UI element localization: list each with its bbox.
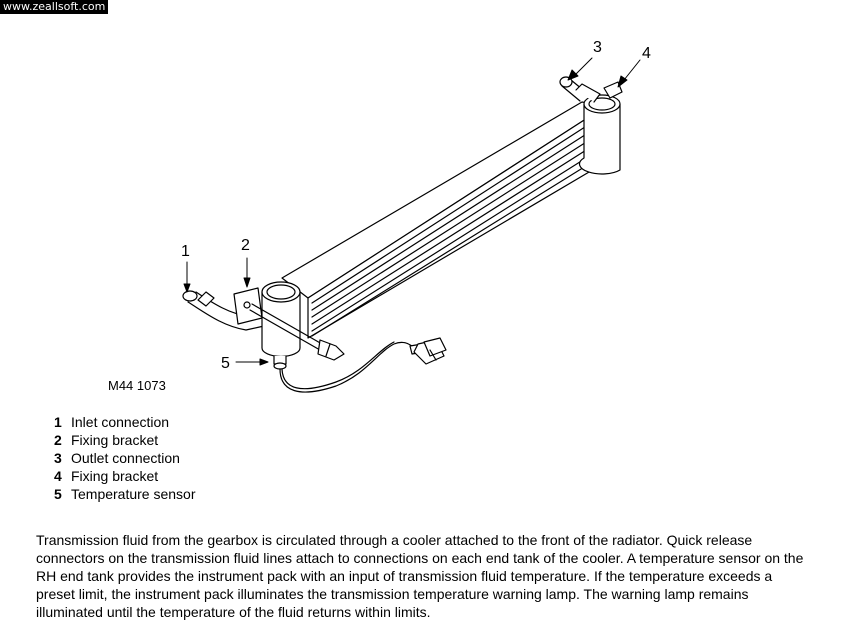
legend-label: Fixing bracket	[71, 468, 159, 484]
legend-label: Fixing bracket	[71, 432, 159, 448]
callout-1: 1	[181, 243, 190, 260]
callout-3: 3	[593, 39, 602, 56]
description-text: Transmission fluid from the gearbox is c…	[36, 532, 804, 620]
legend-num: 1	[54, 414, 62, 430]
legend-num: 3	[54, 450, 62, 466]
legend-label: Temperature sensor	[71, 486, 196, 502]
right-end-tank	[578, 94, 621, 175]
outlet-pipe	[559, 76, 601, 103]
legend-num: 5	[54, 486, 62, 502]
callout-5: 5	[221, 355, 230, 372]
legend-label: Outlet connection	[71, 450, 180, 466]
right-bracket	[603, 81, 623, 99]
legend-item: 3 Outlet connection	[54, 449, 196, 467]
legend-num: 4	[54, 468, 62, 484]
legend-label: Inlet connection	[71, 414, 170, 430]
legend-item: 5 Temperature sensor	[54, 485, 196, 503]
callout-2: 2	[241, 237, 250, 254]
legend-item: 1 Inlet connection	[54, 413, 196, 431]
left-end-tank	[261, 281, 301, 358]
legend-num: 2	[54, 432, 62, 448]
legend-item: 4 Fixing bracket	[54, 467, 196, 485]
fixing-bolt	[249, 303, 345, 361]
temperature-sensor	[273, 337, 447, 393]
legend-item: 2 Fixing bracket	[54, 431, 196, 449]
left-bracket	[233, 287, 263, 325]
cooler-core	[281, 101, 607, 339]
leader-lines	[183, 57, 641, 366]
figure-reference: M44 1073	[108, 378, 166, 393]
cooler-diagram: 1 2 3 4 5	[181, 39, 651, 393]
watermark: www.zeallsoft.com	[0, 0, 109, 14]
callout-4: 4	[642, 45, 651, 62]
